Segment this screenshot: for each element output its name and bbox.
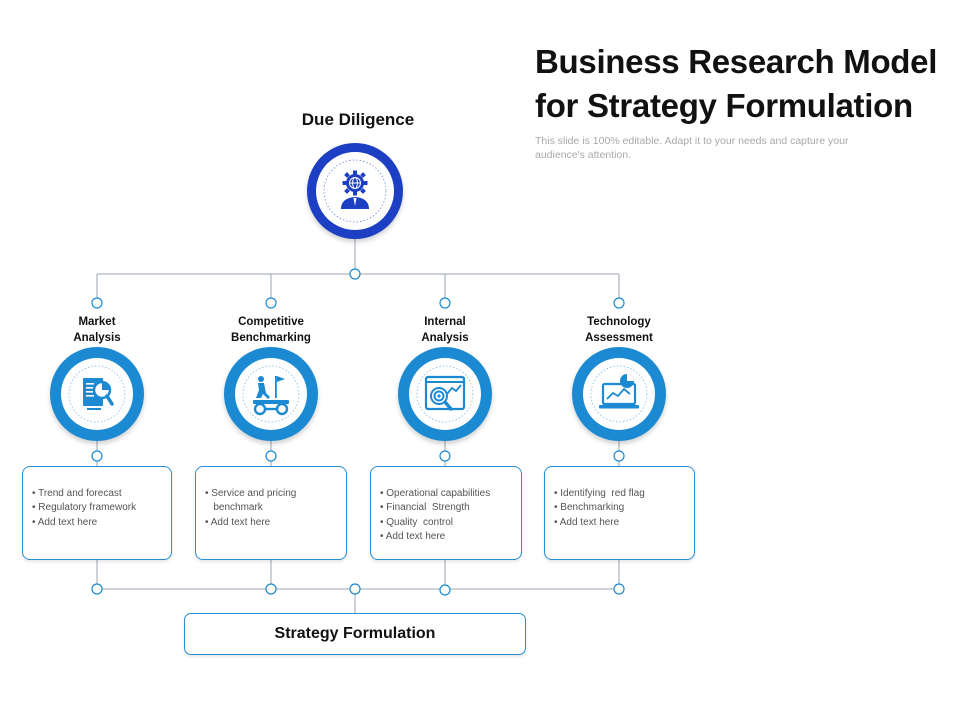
junction-dot [91, 450, 103, 462]
bullet-item: • Add text here [380, 530, 446, 542]
branch-label-line: Analysis [73, 332, 121, 344]
branch-label-line: Analysis [421, 332, 469, 344]
card-technology-assessment: • Identifying red flag • Benchmarking • … [544, 466, 695, 560]
target-analysis-icon [416, 365, 474, 423]
slide-title: Business Research Model for Strategy For… [535, 40, 950, 128]
laptop-chart-icon [590, 365, 648, 423]
junction-dot [349, 268, 361, 280]
junction-dot [91, 583, 103, 595]
branch-node-internal-analysis [398, 347, 492, 441]
race-flag-icon [242, 365, 300, 423]
branch-node-market-analysis [50, 347, 144, 441]
junction-dot [349, 583, 361, 595]
branch-node-inner [61, 358, 133, 430]
junction-dot [613, 583, 625, 595]
strategy-formulation-label: Strategy Formulation [274, 625, 436, 642]
junction-dot [91, 297, 103, 309]
branch-label-line: Benchmarking [231, 332, 311, 344]
junction-dot [439, 450, 451, 462]
bullet-item: • Quality control [380, 516, 453, 528]
card-market-analysis: • Trend and forecast • Regulatory framew… [22, 466, 172, 560]
branch-label-line: Assessment [585, 332, 653, 344]
branch-label-line: Technology [587, 316, 651, 328]
globe-gear-person-icon [323, 159, 387, 223]
bullet-item: • Service and pricing [205, 488, 297, 499]
junction-dot [265, 583, 277, 595]
bullet-item: • Operational capabilities [380, 488, 491, 499]
branch-node-technology-assessment [572, 347, 666, 441]
subtitle-line-2: audience's attention. [535, 149, 631, 161]
branch-node-competitive-benchmarking [224, 347, 318, 441]
branch-label-market-analysis: Market Analysis [27, 314, 167, 346]
root-node-inner [316, 152, 394, 230]
branch-node-inner [235, 358, 307, 430]
junction-dot [439, 584, 451, 596]
subtitle-line-1: This slide is 100% editable. Adapt it to… [535, 135, 849, 147]
bullet-item: • Regulatory framework [32, 502, 137, 514]
bullet-item: • Add text here [554, 516, 620, 528]
root-node [307, 143, 403, 239]
bullet-item: • Benchmarking [554, 502, 625, 514]
bullet-item: • Add text here [32, 516, 98, 528]
junction-dot [265, 297, 277, 309]
branch-label-technology-assessment: Technology Assessment [549, 314, 689, 346]
branch-label-competitive-benchmarking: Competitive Benchmarking [201, 314, 341, 346]
branch-node-inner [409, 358, 481, 430]
junction-dot [265, 450, 277, 462]
document-magnifier-icon [68, 365, 126, 423]
branch-label-line: Internal [424, 316, 466, 328]
bullet-item: • Trend and forecast [32, 488, 122, 499]
branch-label-line: Competitive [238, 316, 304, 328]
root-label: Due Diligence [301, 110, 415, 129]
card-competitive-benchmarking: • Service and pricing benchmark • Add te… [195, 466, 347, 560]
bullet-item: • Financial Strength [380, 502, 470, 514]
bullet-item: • Add text here [205, 516, 271, 528]
bullet-item: • Identifying red flag [554, 488, 645, 499]
title-line-2: for Strategy Formulation [535, 87, 913, 124]
junction-dot [439, 297, 451, 309]
slide-subtitle: This slide is 100% editable. Adapt it to… [535, 134, 875, 162]
junction-dot [613, 297, 625, 309]
branch-label-line: Market [78, 316, 116, 328]
branch-node-inner [583, 358, 655, 430]
title-line-1: Business Research Model [535, 43, 938, 80]
strategy-formulation-box: Strategy Formulation [184, 613, 526, 655]
bullet-item: benchmark [205, 502, 263, 514]
branch-label-internal-analysis: Internal Analysis [375, 314, 515, 346]
card-internal-analysis: • Operational capabilities • Financial S… [370, 466, 522, 560]
junction-dot [613, 450, 625, 462]
